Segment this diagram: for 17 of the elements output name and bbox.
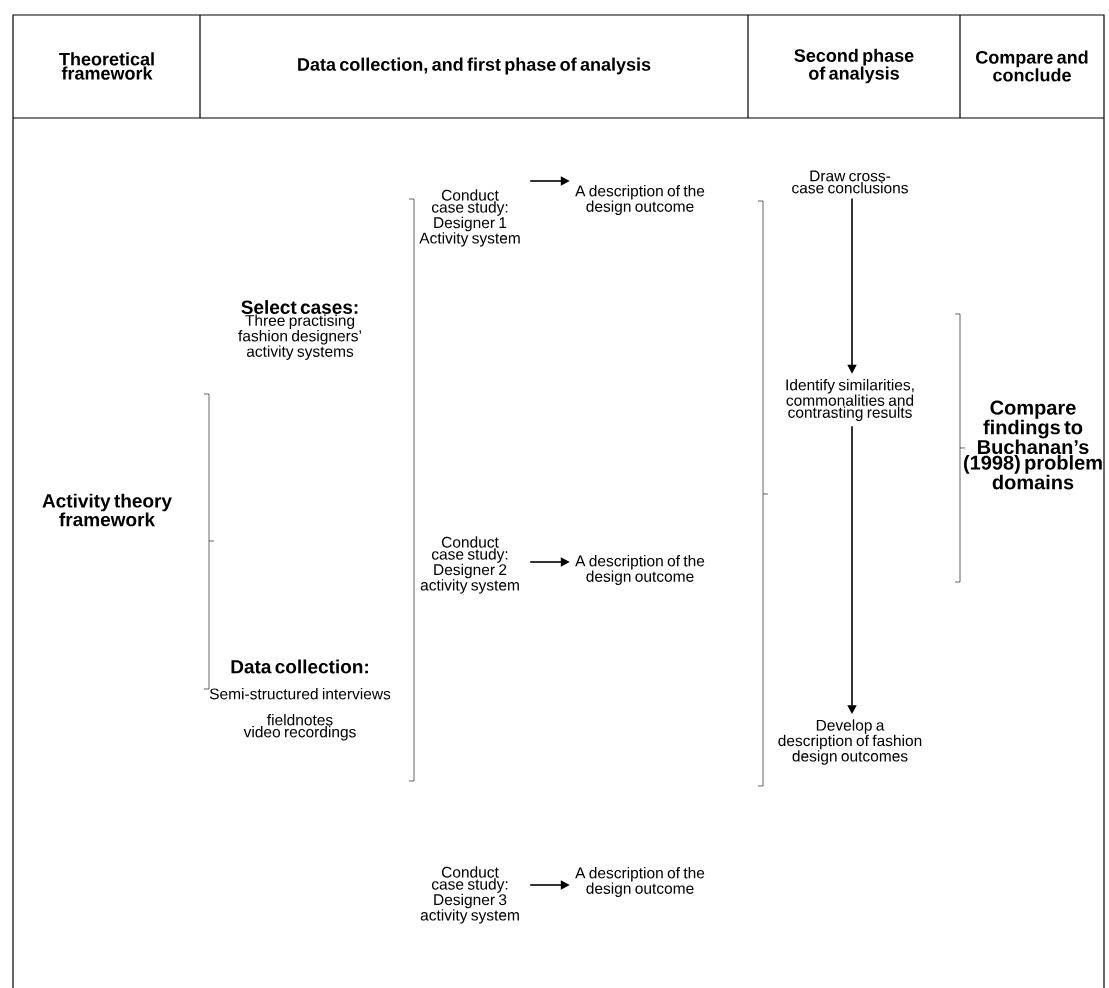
column-heading: Second phase of analysis [794, 48, 914, 84]
step-text: A description of the design outcome [575, 555, 705, 585]
step-text: Select cases: Three practising fashion designers’ activity systems [238, 300, 361, 360]
step-text: Draw cross-case conclusions [792, 170, 908, 194]
step-text: Conduct case study: Designer 3 activity system [420, 866, 519, 924]
step-text: Identify similarities, commonalities and contrasting results [786, 379, 914, 421]
step-text: Develop a description of fashion design outcomes [778, 719, 922, 765]
stage-label: Compare findings to Buchanan’s (1998) problem domains [964, 400, 1102, 490]
step-text: Conduct case study: Designer 1 Activity system [419, 189, 520, 247]
step-text: Conduct case study: Designer 2 activity system [420, 536, 519, 594]
stage-label: Activity theory framework [42, 493, 172, 527]
column-heading: Theoretical framework [59, 52, 154, 80]
step-text: A description of the design outcome [575, 185, 705, 215]
step-text: A description of the design outcome [575, 867, 705, 897]
step-text: Data collection: Semi-structured interviews fieldnotes video recordings [209, 659, 391, 741]
column-heading: Data collection, and first phase of analysis [298, 57, 651, 75]
column-heading: Compare and conclude [976, 50, 1088, 82]
